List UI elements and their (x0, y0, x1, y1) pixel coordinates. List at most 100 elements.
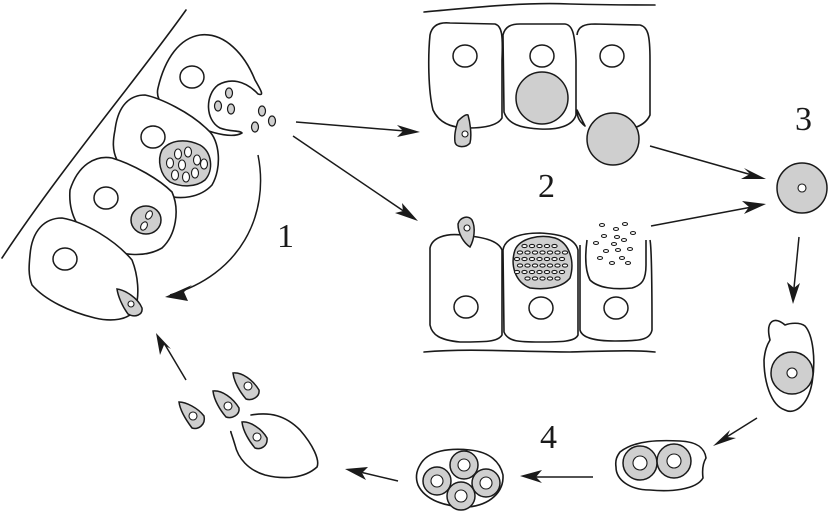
zygote (776, 162, 828, 214)
stage-label-4: 4 (540, 419, 557, 456)
sporozoite-nucleus (461, 130, 469, 138)
arrow-to-stage-2-bottom (292, 135, 418, 221)
microgamete (543, 243, 551, 249)
microgamont (512, 235, 573, 290)
microgamete (546, 250, 554, 255)
microgamete (551, 269, 558, 275)
epithelium-border-top (423, 2, 656, 13)
microgamete (539, 276, 546, 281)
released-merozoite (250, 121, 260, 133)
microgamete (513, 256, 521, 262)
stage-label-3: 3 (795, 101, 812, 138)
released-merozoite (257, 105, 267, 117)
microgamete (610, 241, 618, 247)
arrow-zygote-to-oocyst (787, 236, 800, 304)
microgamete (561, 263, 569, 268)
microgamete (626, 246, 634, 252)
microgamete (531, 276, 539, 281)
host-nucleus (140, 125, 166, 149)
sporozoite (232, 372, 260, 401)
released-merozoite (267, 115, 277, 127)
microgamete (551, 256, 558, 262)
microgamete (614, 247, 622, 253)
arrow-reinfection (165, 154, 262, 301)
host-cell-2d (429, 233, 503, 343)
host-cell-2a (427, 22, 504, 129)
arrow-oocyst-to-sporoblasts (713, 417, 758, 446)
microgametes (513, 243, 569, 281)
host-nucleus (52, 247, 78, 271)
microgamete (528, 269, 536, 275)
host-cell-2c (576, 23, 651, 129)
microgamete (600, 233, 608, 239)
microgamete (516, 263, 524, 268)
microgamete (612, 226, 620, 232)
microgamete (602, 248, 610, 254)
microgamete (546, 263, 554, 268)
microgamete (621, 221, 629, 227)
sporozoite (178, 401, 206, 430)
microgamete (524, 276, 531, 281)
microgamete (554, 263, 561, 268)
microgamete (629, 230, 637, 236)
oocyst-two-sporoblasts (614, 439, 707, 492)
arrow-to-excystation (345, 467, 399, 482)
host-nucleus (528, 296, 554, 320)
microgamete (528, 256, 536, 262)
trophozoite (130, 205, 162, 235)
microgamete (521, 256, 528, 262)
microgamete (596, 255, 604, 261)
host-nucleus (179, 65, 205, 89)
microgamete (558, 269, 566, 275)
sporozoite (454, 114, 472, 148)
released-macrogamete (586, 112, 640, 166)
sporulated-oocyst (415, 448, 504, 511)
microgamete (524, 250, 531, 255)
microgamete (558, 256, 566, 262)
sporozoite (457, 216, 475, 249)
host-nucleus (453, 295, 479, 319)
microgamete (613, 234, 621, 240)
microgamete (561, 250, 569, 255)
stage-1-epithelium (1, 9, 277, 321)
microgamete (536, 256, 543, 262)
host-nucleus (599, 44, 625, 68)
host-nucleus (93, 186, 119, 210)
microgamete (608, 260, 616, 266)
microgamete (554, 250, 561, 255)
microgamete (516, 250, 524, 255)
arrow-to-sporulated-oocyst (520, 470, 593, 483)
stage-label-2: 2 (538, 168, 555, 205)
microgamete (624, 260, 632, 266)
released-microgametes (592, 221, 637, 266)
microgamete (554, 276, 561, 281)
merozoite (226, 103, 236, 115)
arrow-sporozoites-to-host (156, 333, 187, 381)
sporozoite-nucleus (127, 300, 135, 308)
stage-2-epithelium (423, 2, 656, 353)
unsporulated-oocyst (763, 319, 815, 412)
microgamete (531, 263, 539, 268)
microgamete (521, 269, 528, 275)
microgamete (528, 243, 536, 249)
sporozoite (212, 390, 240, 419)
zygote-nucleus (797, 183, 807, 193)
merozoite (224, 87, 234, 99)
microgamete (536, 269, 543, 275)
arrow-macrogamete-to-zygote (649, 145, 766, 179)
microgamete (513, 269, 521, 275)
trophozoite-nucleus (140, 221, 148, 231)
epithelium-border-bottom (423, 349, 656, 353)
microgamete (531, 250, 539, 255)
basement-membrane (1, 9, 187, 259)
microgamete (539, 263, 546, 268)
microgamete (543, 269, 551, 275)
macrogamont (515, 71, 569, 125)
host-nucleus (452, 44, 478, 68)
host-nucleus (603, 296, 629, 320)
microgamete (551, 243, 558, 249)
sporozoite (241, 421, 268, 450)
excysting-oocyst (178, 372, 319, 479)
host-nucleus (529, 44, 555, 68)
